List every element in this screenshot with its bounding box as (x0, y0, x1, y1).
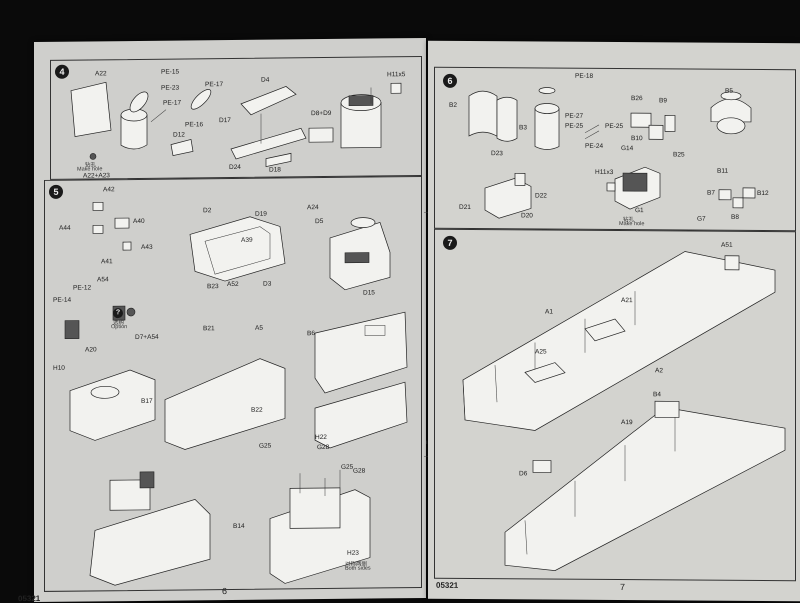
part-label: PE-23 (161, 84, 180, 92)
part-label: H11x3 (595, 168, 614, 176)
part-label: G7 (697, 215, 706, 223)
step-5-drawing (64, 201, 408, 586)
part-label: D23 (491, 150, 503, 158)
part-label: D3 (263, 280, 272, 288)
part-label: PE-25 (565, 122, 584, 130)
part-label: D2 (203, 207, 212, 215)
part-label: A51 (721, 241, 733, 249)
part-label: G28 (353, 467, 366, 475)
part-label: B21 (203, 325, 215, 333)
part-label: PE-14 (53, 296, 72, 304)
part-label: D4 (261, 76, 270, 84)
part-label: A43 (141, 243, 153, 251)
part-label: B26 (631, 95, 643, 103)
part-label: G28 (317, 443, 330, 452)
part-label: A2 (655, 367, 663, 375)
part-label: D19 (255, 210, 267, 218)
part-label: A42 (103, 186, 115, 194)
part-label: D15 (363, 289, 375, 297)
margin-mark: — (424, 210, 430, 216)
part-label: B12 (757, 189, 769, 198)
part-label: B2 (449, 101, 457, 109)
part-label: D8+D9 (311, 109, 332, 118)
part-label: G1 (635, 207, 644, 215)
step-6-panel: 6 PE-18 B2 B3 PE-27 PE- (434, 66, 796, 232)
part-label: D5 (315, 218, 324, 226)
part-label: A24 (307, 204, 319, 212)
page-number: 6 (222, 586, 228, 597)
both-sides-note: Both sides (345, 565, 371, 572)
part-label: B9 (659, 97, 667, 105)
step-5-panel: 5 (44, 175, 422, 592)
part-label: B10 (631, 135, 643, 143)
part-label: PE-18 (575, 72, 594, 80)
part-label: A22 (95, 70, 107, 78)
part-label: PE-25 (605, 122, 624, 131)
part-label: G14 (621, 145, 634, 153)
part-label: A20 (85, 346, 97, 354)
kit-code: 05321 (18, 593, 41, 603)
step-7-drawing (462, 251, 786, 571)
part-label: B3 (519, 124, 527, 132)
step-7-panel: 7 A51 A1 A21 A25 A2 B4 A19 D6 (434, 228, 796, 582)
make-hole-note: Make hole (619, 221, 645, 228)
part-label: B4 (653, 391, 661, 399)
part-label: H23 (347, 549, 359, 557)
part-label: H11x5 (387, 71, 406, 79)
part-label: B23 (207, 283, 219, 291)
part-label: B17 (141, 397, 153, 405)
part-label: D21 (459, 203, 471, 212)
part-label: A5 (255, 324, 263, 332)
part-label: A44 (59, 224, 71, 232)
part-label: PE-27 (565, 112, 584, 120)
part-label: PE-15 (161, 68, 180, 76)
part-label: B7 (707, 189, 715, 197)
part-label: G25 (341, 463, 354, 471)
part-label: B22 (251, 406, 263, 414)
part-label: PE-17 (205, 81, 224, 89)
part-label: G25 (259, 442, 272, 450)
part-label: A40 (133, 217, 145, 226)
part-label: A54 (97, 276, 109, 284)
margin-mark: ı (426, 440, 428, 446)
right-page: 6 PE-18 B2 B3 PE-27 PE- (428, 40, 800, 602)
part-label: A52 (227, 280, 239, 289)
part-label: D17 (219, 116, 231, 125)
part-label: B5 (725, 87, 733, 95)
option-marker-icon: ? (113, 308, 123, 319)
part-label: H22 (315, 433, 327, 442)
part-label: H10 (53, 364, 65, 372)
part-label: D12 (173, 131, 185, 139)
part-label: PE-17 (163, 99, 182, 107)
part-label: D24 (229, 163, 241, 172)
part-label: A1 (545, 308, 553, 316)
part-label: D22 (535, 192, 547, 200)
part-label: A41 (101, 258, 113, 266)
step-6-drawing (468, 87, 756, 219)
kit-code: 05321 (436, 580, 459, 590)
part-label: B11 (717, 167, 729, 175)
part-label: A19 (621, 419, 633, 427)
step-4-panel: 4 A22 PE-15 PE-23 PE-17 PE-17 PE-16 (50, 55, 422, 180)
part-label: PE-12 (73, 284, 92, 292)
part-label: A25 (535, 348, 547, 356)
part-label: D6 (519, 470, 528, 478)
part-label: A21 (621, 297, 633, 305)
part-label: PE-24 (585, 142, 604, 150)
part-label: A39 (241, 236, 253, 244)
part-label: B6 (307, 330, 315, 338)
part-label: B25 (673, 151, 685, 159)
part-label: D18 (269, 166, 281, 174)
margin-mark: — (424, 454, 430, 460)
left-page: 4 A22 PE-15 PE-23 PE-17 PE-17 PE-16 (18, 37, 426, 603)
part-label: B14 (233, 522, 245, 530)
part-label: PE-16 (185, 121, 204, 129)
page-number: 7 (620, 582, 626, 593)
part-label: B8 (731, 213, 739, 221)
part-label: D20 (521, 212, 533, 220)
step-4-drawing (70, 81, 402, 168)
option-note: Option (111, 324, 128, 331)
part-label: D7+A54 (135, 333, 159, 341)
